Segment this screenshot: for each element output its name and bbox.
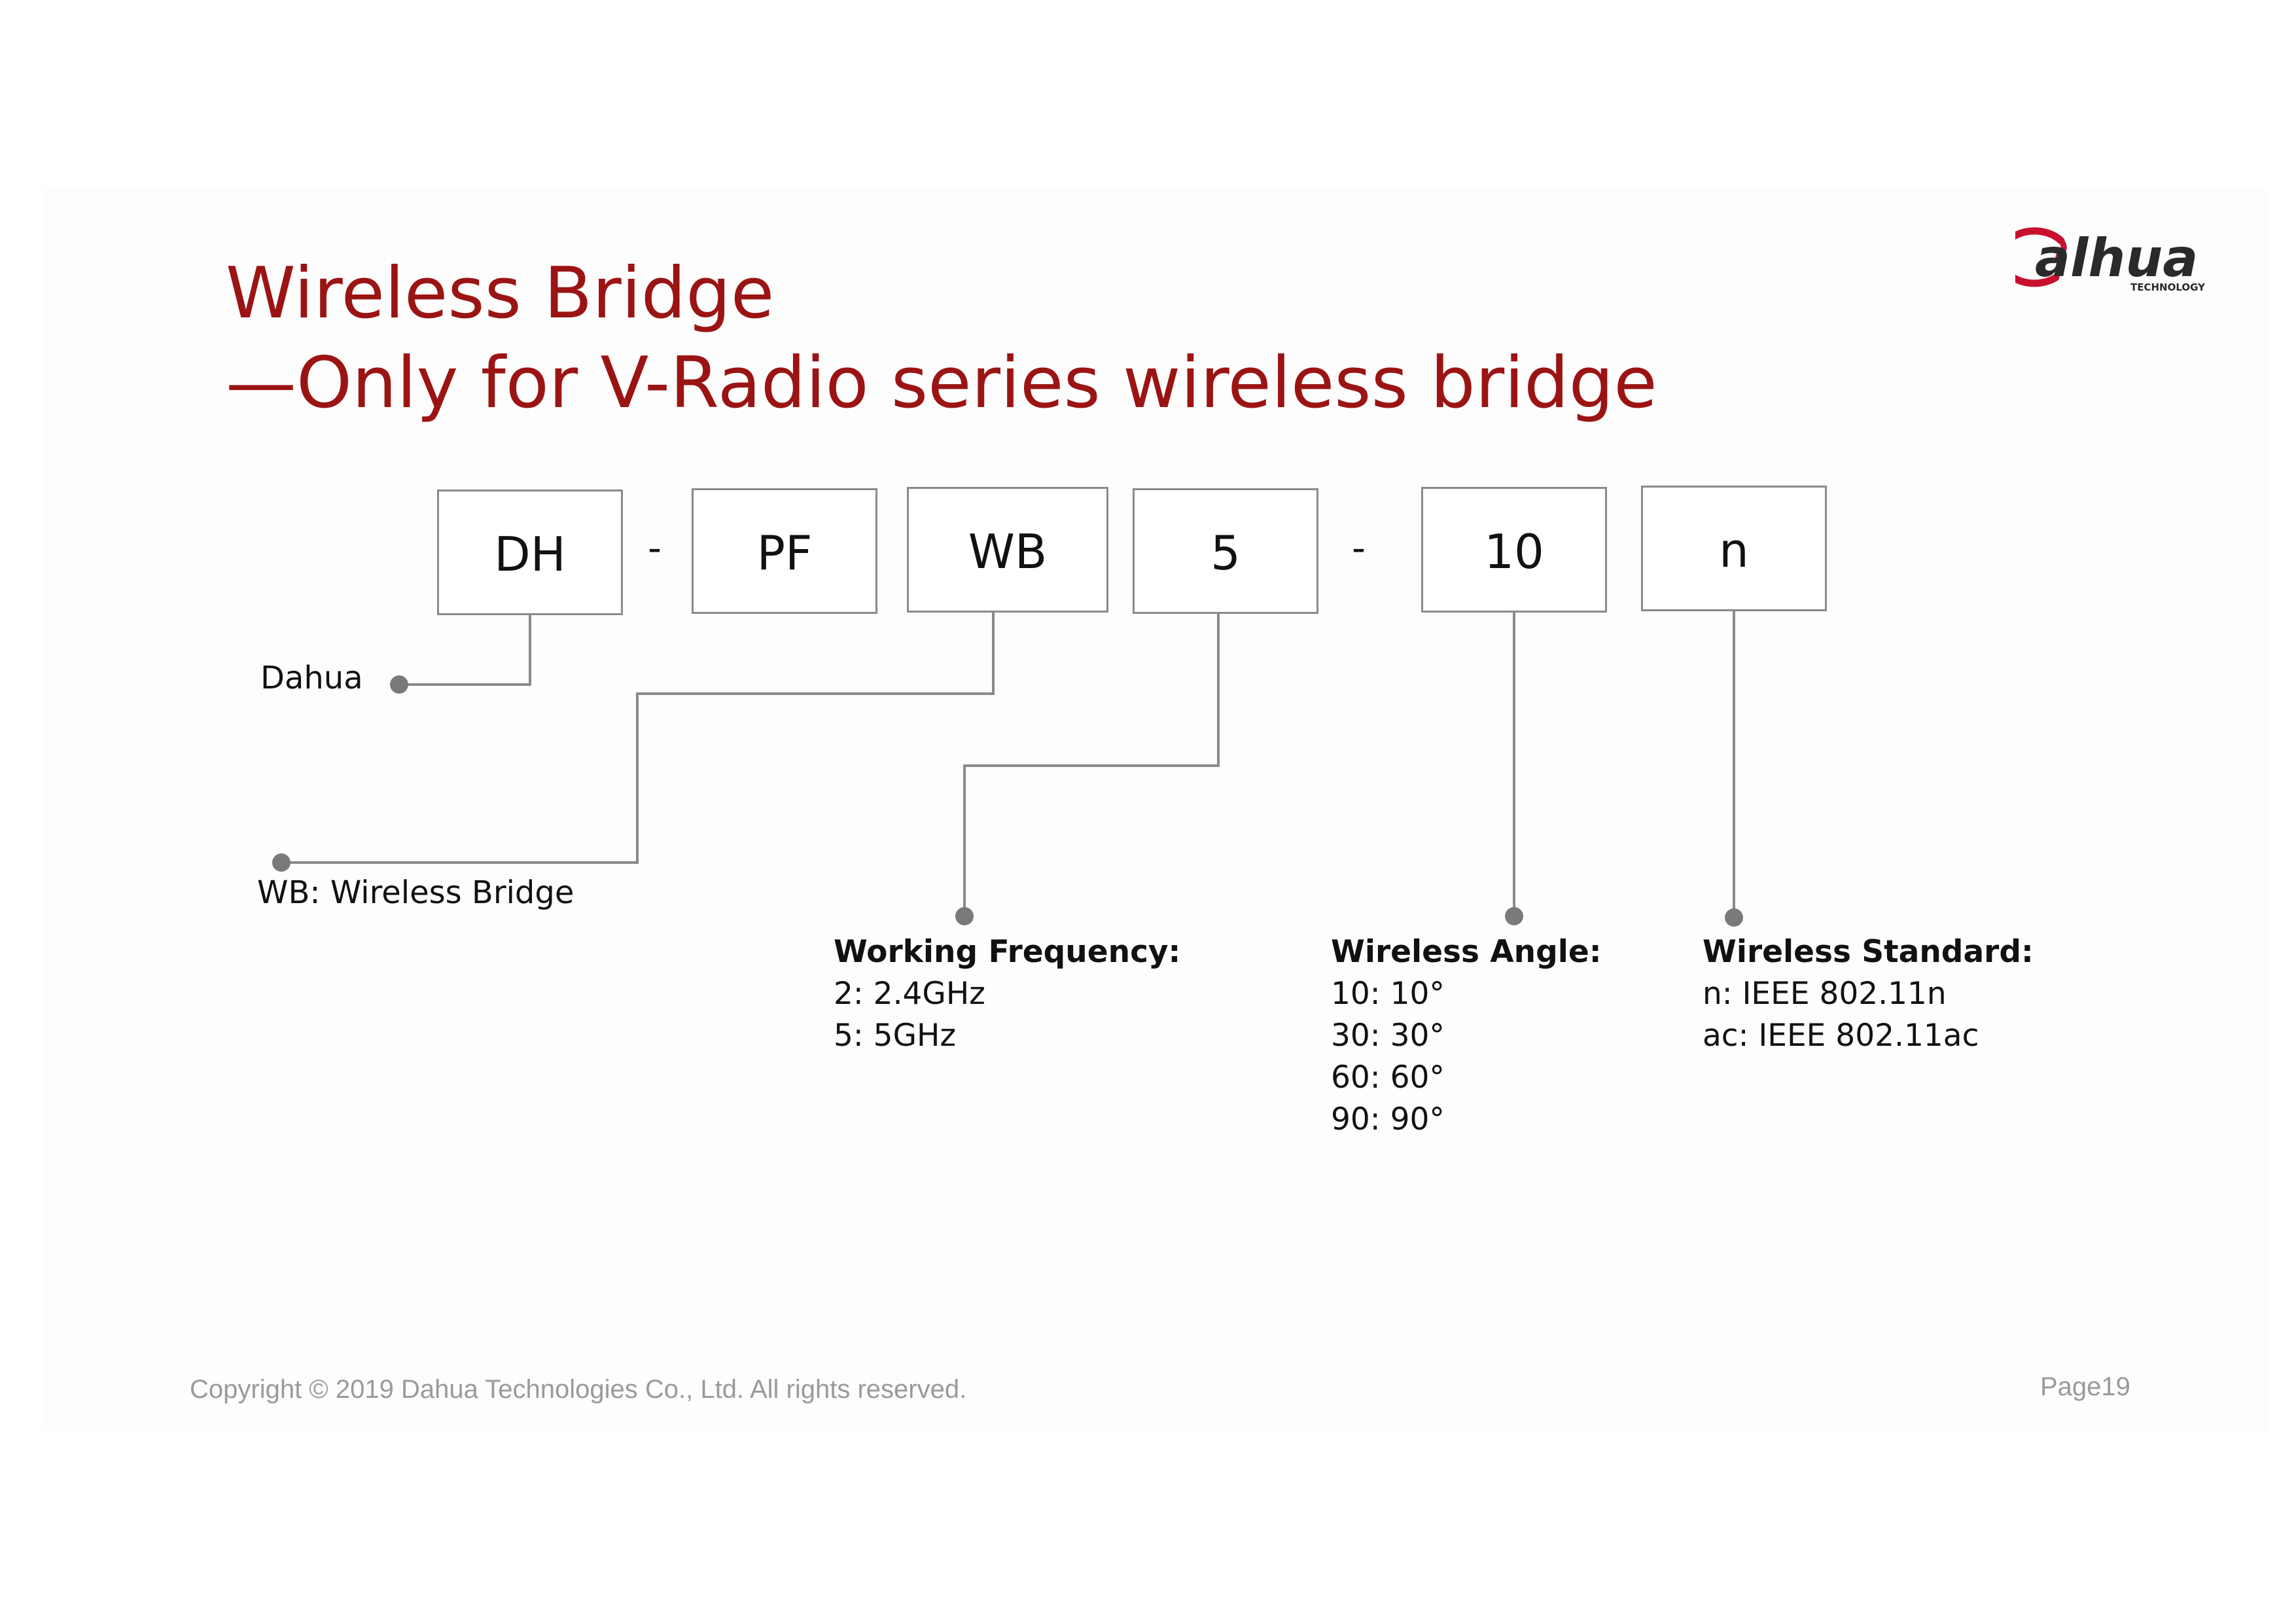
frequency-title: Working Frequency: [834, 934, 1181, 970]
code-segment-frequency: 5 [1133, 488, 1318, 614]
logo-wordmark: alhua [2035, 228, 2198, 289]
label-brand: Dahua [260, 660, 363, 696]
label-type: WB: Wireless Bridge [257, 874, 574, 911]
dahua-logo: alhua TECHNOLOGY [2015, 227, 2206, 293]
code-segment-wb: WB [907, 487, 1108, 613]
code-separator: - [648, 526, 662, 570]
code-segment-standard: n [1641, 486, 1827, 611]
angle-title: Wireless Angle: [1331, 934, 1602, 970]
copyright-notice: Copyright © 2019 Dahua Technologies Co.,… [190, 1375, 967, 1404]
code-segment-pf: PF [692, 488, 877, 614]
standard-item: n: IEEE 802.11n [1703, 976, 1947, 1012]
slide-subtitle: —Only for V-Radio series wireless bridge [226, 342, 1657, 424]
standard-item: ac: IEEE 802.11ac [1703, 1018, 1979, 1054]
page-number: Page19 [2040, 1372, 2130, 1401]
angle-block: Wireless Angle: 10: 10° 30: 30° 60: 60° … [1331, 931, 1602, 1141]
frequency-item: 5: 5GHz [834, 1018, 957, 1054]
frequency-item: 2: 2.4GHz [834, 976, 985, 1012]
logo-subtext: TECHNOLOGY [2130, 281, 2206, 293]
standard-title: Wireless Standard: [1703, 934, 2034, 970]
code-segment-dh: DH [437, 490, 623, 615]
slide-title: Wireless Bridge [226, 253, 775, 334]
angle-item: 60: 60° [1331, 1060, 1445, 1096]
angle-item: 30: 30° [1331, 1018, 1445, 1054]
angle-item: 10: 10° [1331, 976, 1445, 1012]
angle-item: 90: 90° [1331, 1101, 1445, 1137]
code-separator: - [1352, 526, 1366, 570]
frequency-block: Working Frequency: 2: 2.4GHz 5: 5GHz [834, 931, 1180, 1057]
standard-block: Wireless Standard: n: IEEE 802.11n ac: I… [1703, 931, 2034, 1057]
code-segment-angle: 10 [1421, 487, 1607, 613]
